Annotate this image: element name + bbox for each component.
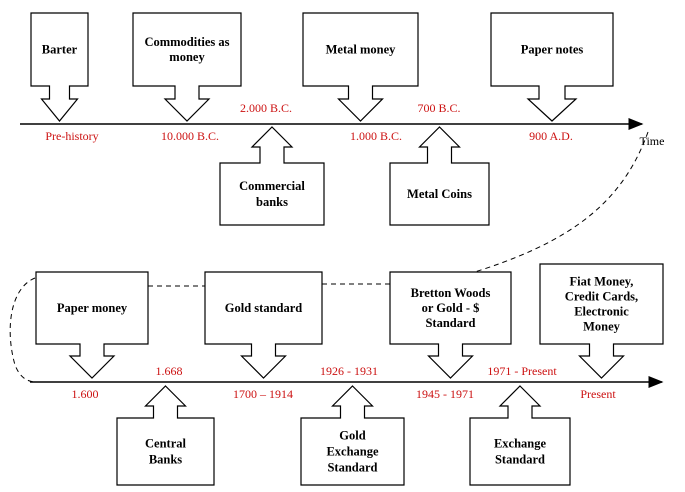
paper-money-callout: Paper money — [35, 271, 149, 379]
commodities-label-line: Commodities as — [144, 35, 229, 49]
axis-label-time: Time — [640, 134, 665, 148]
gold-exchange-standard-shape — [300, 385, 405, 486]
date-label-t2-below: Present — [580, 387, 616, 401]
date-label-t2-above: 1926 - 1931 — [320, 364, 378, 378]
date-label-t1-above: 2.000 B.C. — [240, 101, 292, 115]
fiat-money-label-line: Electronic — [574, 305, 629, 319]
gold-exchange-standard-label-line: Gold — [339, 429, 365, 443]
metal-money-callout: Metal money — [302, 12, 419, 122]
metal-coins-callout: Metal Coins — [389, 126, 490, 226]
dashed-connector-right — [439, 131, 649, 283]
dashed-connector-left — [9, 277, 37, 383]
date-label-t1-below: 1.000 B.C. — [350, 129, 402, 143]
date-label-t2-below: 1700 – 1914 — [233, 387, 293, 401]
central-banks-label-line: Banks — [149, 453, 182, 467]
gold-standard-label: Gold standard — [225, 301, 303, 315]
metal-coins-label: Metal Coins — [407, 187, 472, 201]
date-label-t1-below: 900 A.D. — [529, 129, 573, 143]
barter-label: Barter — [42, 43, 78, 57]
date-label-t1-above: 700 B.C. — [417, 101, 460, 115]
metal-money-shape — [302, 12, 419, 122]
barter-shape — [30, 12, 89, 122]
exchange-standard-label-line: Standard — [495, 453, 545, 467]
fiat-money-label-line: Fiat Money, — [570, 275, 634, 289]
fiat-money-label-line: Credit Cards, — [565, 290, 638, 304]
gold-standard-shape — [204, 271, 323, 379]
commodities-label-line: money — [169, 50, 205, 64]
fiat-money-label-line: Money — [583, 320, 621, 334]
central-banks-shape — [116, 385, 215, 486]
date-label-t2-above: 1.668 — [156, 364, 183, 378]
paper-notes-callout: Paper notes — [490, 12, 614, 122]
bretton-woods-label-line: Standard — [425, 316, 475, 330]
metal-coins-shape — [389, 126, 490, 226]
bretton-woods-shape — [389, 271, 512, 379]
date-label-t1-below: Pre-history — [45, 129, 98, 143]
exchange-standard-label-line: Exchange — [494, 437, 547, 451]
commercial-banks-callout: Commercial banks — [219, 126, 325, 226]
gold-standard-callout: Gold standard — [204, 271, 323, 379]
bretton-woods-label-line: or Gold - $ — [422, 301, 480, 315]
paper-notes-label-line: Paper notes — [521, 43, 584, 57]
date-label-t1-below: 10.000 B.C. — [161, 129, 219, 143]
bretton-woods-label-line: Bretton Woods — [411, 286, 491, 300]
central-banks-label-line: Central — [145, 437, 186, 451]
metal-money-label-line: Metal money — [326, 43, 397, 57]
commercial-banks-label-line: banks — [256, 195, 288, 209]
exchange-standard-shape — [469, 385, 571, 486]
commercial-banks-label-line: Commercial — [239, 179, 305, 193]
date-label-t2-above: 1971 - Present — [487, 364, 557, 378]
fiat-money-shape — [539, 263, 664, 379]
metal-coins-label-line: Metal Coins — [407, 187, 472, 201]
commercial-banks-label: Commercial banks — [239, 179, 305, 209]
metal-money-label: Metal money — [326, 43, 397, 57]
gold-standard-label-line: Gold standard — [225, 301, 303, 315]
commodities-shape — [132, 12, 242, 122]
commercial-banks-shape — [219, 126, 325, 226]
paper-money-label: Paper money — [57, 301, 128, 315]
paper-notes-label: Paper notes — [521, 43, 584, 57]
paper-money-shape — [35, 271, 149, 379]
barter-label-line: Barter — [42, 43, 78, 57]
paper-notes-shape — [490, 12, 614, 122]
date-label-t2-below: 1945 - 1971 — [416, 387, 474, 401]
gold-exchange-standard-label-line: Standard — [327, 461, 377, 475]
date-label-t2-below: 1.600 — [72, 387, 99, 401]
gold-exchange-standard-label-line: Exchange — [326, 445, 379, 459]
barter-callout: Barter — [30, 12, 89, 122]
paper-money-label-line: Paper money — [57, 301, 128, 315]
